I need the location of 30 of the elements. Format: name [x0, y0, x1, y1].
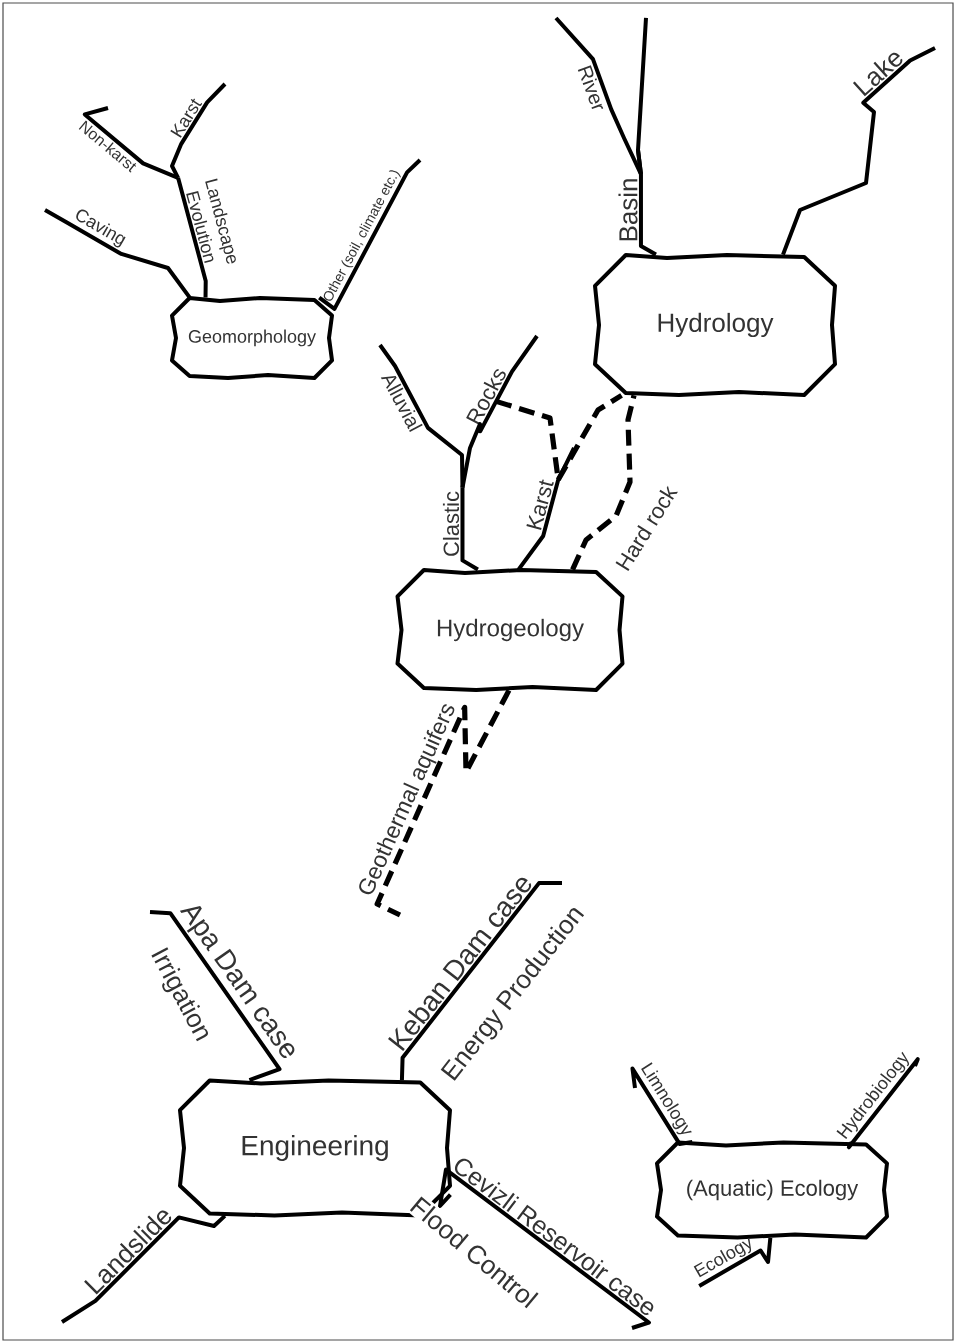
- branch-label: River: [577, 65, 604, 110]
- branch-line: [516, 447, 576, 571]
- topic-blob: (Aquatic) Ecology: [655, 1140, 889, 1240]
- branch-line: [555, 393, 623, 482]
- branch-label: Lake: [852, 52, 903, 97]
- branch-label: Clastic: [442, 491, 460, 556]
- branch-line: [82, 106, 179, 180]
- branch-line: [374, 689, 512, 918]
- branch-line: [149, 910, 282, 1082]
- branch-line: [781, 46, 936, 256]
- branch-line: [846, 1057, 920, 1150]
- branch-line: [698, 1237, 773, 1288]
- branch-line: [570, 394, 637, 571]
- branch-line: [636, 17, 648, 175]
- branch-line: [460, 334, 539, 488]
- branch-line: [44, 208, 192, 299]
- topic-blob: Hydrology: [593, 253, 837, 397]
- branch-line: [438, 1167, 651, 1330]
- branch-line: [399, 881, 562, 1081]
- branch-line: [554, 16, 643, 175]
- topic-blob: Hydrogeology: [395, 568, 625, 692]
- branch-line: [176, 177, 208, 298]
- branch-line: [630, 1066, 693, 1146]
- branch-line: [318, 158, 422, 311]
- branch-line: [378, 343, 465, 488]
- branch-line: [60, 1214, 227, 1324]
- branch-label: Basin: [618, 179, 638, 241]
- branch-label: Karst: [526, 479, 554, 530]
- branch-line: [170, 82, 227, 179]
- branch-line: [460, 487, 479, 572]
